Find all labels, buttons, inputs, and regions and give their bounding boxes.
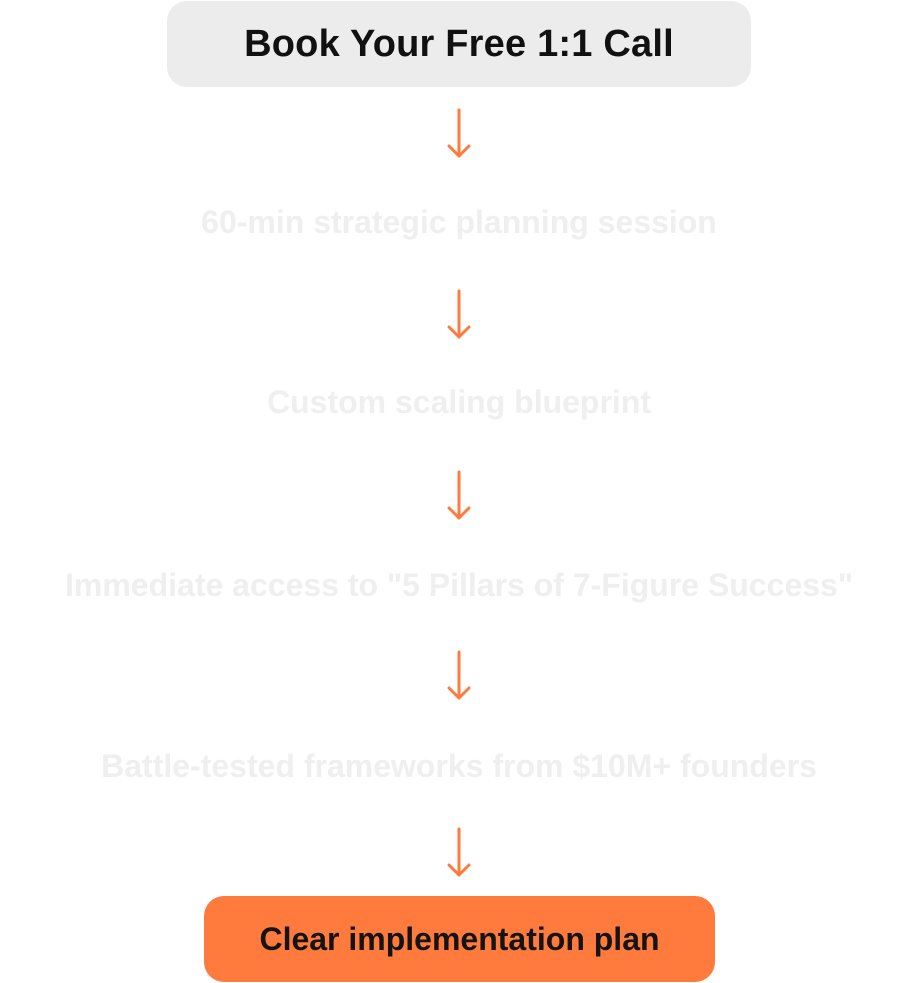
- arrow-down-icon: [447, 827, 471, 879]
- arrow-down-icon: [447, 289, 471, 341]
- page-title: Book Your Free 1:1 Call: [244, 22, 674, 65]
- step-4-text: Battle-tested frameworks from $10M+ foun…: [101, 748, 817, 784]
- implementation-plan-button[interactable]: Clear implementation plan: [204, 896, 715, 982]
- arrow-down-icon: [447, 470, 471, 522]
- arrow-down-icon: [447, 108, 471, 160]
- step-3-text: Immediate access to "5 Pillars of 7-Figu…: [64, 567, 853, 603]
- arrow-down-icon: [447, 650, 471, 702]
- implementation-plan-label: Clear implementation plan: [259, 920, 660, 957]
- book-call-header: Book Your Free 1:1 Call: [167, 1, 751, 87]
- step-2-text: Custom scaling blueprint: [266, 384, 652, 420]
- step-1-text: 60-min strategic planning session: [201, 204, 717, 240]
